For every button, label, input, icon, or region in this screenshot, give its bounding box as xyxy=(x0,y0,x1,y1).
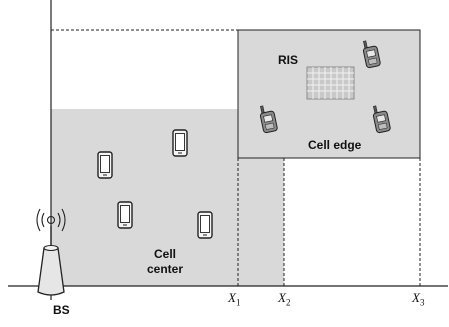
x1-x2-region xyxy=(238,158,284,286)
cell-center-label-line2: center xyxy=(147,262,184,276)
ris-panel-icon xyxy=(306,66,355,100)
bs-label: BS xyxy=(53,303,70,317)
ris-label: RIS xyxy=(278,53,299,67)
smartphone-icon xyxy=(117,201,133,229)
smartphone-icon xyxy=(197,211,213,239)
x3-label: X3 xyxy=(412,290,425,308)
x1-label: X1 xyxy=(228,290,241,308)
x2-label: X2 xyxy=(278,290,291,308)
cell-edge-label: Cell edge xyxy=(308,138,362,152)
smartphone-icon xyxy=(97,151,113,179)
base-station-icon xyxy=(37,226,65,296)
cell-center-region xyxy=(51,109,238,286)
cell-center-label-line1: Cell xyxy=(154,247,177,261)
radio-wave-icon xyxy=(36,208,66,232)
smartphone-icon xyxy=(172,129,188,157)
